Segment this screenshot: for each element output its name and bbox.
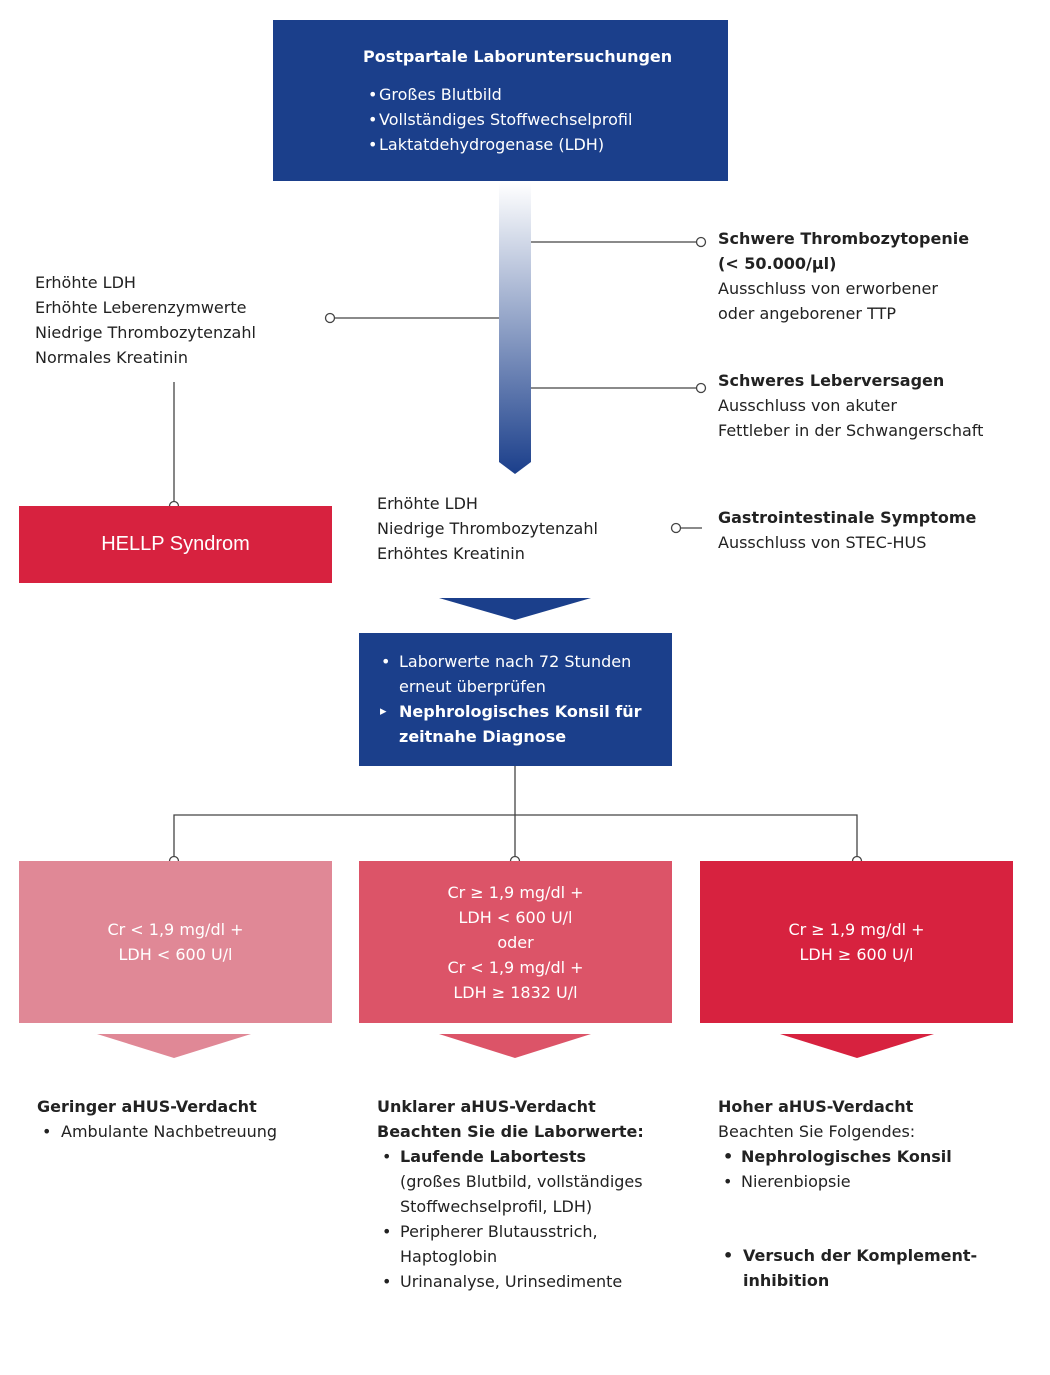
list-item: Nephrologisches Konsil [718,1144,977,1169]
finding-line: Niedrige Thrombozytenzahl [35,323,256,342]
criteria-box-low: Cr < 1,9 mg/dl + LDH < 600 U/l [19,861,332,1023]
outcome-item-text: Stoffwechselprofil, LDH) [400,1197,593,1216]
connector-gi-node [670,522,682,534]
action-list: Laborwerte nach 72 Stunden erneut überpr… [376,649,642,749]
outcome-list: Nephrologisches Konsil Nierenbiopsie Ver… [718,1144,977,1293]
main-stem-arrow [499,183,531,474]
outcome-item-text: Versuch der Komplement- [743,1246,978,1265]
finding-line: Niedrige Thrombozytenzahl [377,519,598,538]
branch-title: Schwere Thrombozytopenie [718,229,970,248]
finding-line: Erhöhte LDH [377,494,478,513]
list-item: Versuch der Komplement- inhibition [718,1243,977,1293]
outcome-item-text: Peripherer Blutausstrich, [400,1222,598,1241]
criteria-line: Cr ≥ 1,9 mg/dl + [447,882,584,902]
action-box: Laborwerte nach 72 Stunden erneut überpr… [359,633,672,766]
list-item: Urinanalyse, Urinsedimente [377,1269,644,1294]
hellp-findings: Erhöhte LDH Erhöhte Leberenzymwerte Nied… [35,270,256,370]
criteria-box-mid: Cr ≥ 1,9 mg/dl + LDH < 600 U/l oder Cr <… [359,861,672,1023]
branch-gi: Gastrointestinale Symptome Ausschluss vo… [718,505,976,555]
branch-title: Gastrointestinale Symptome [718,508,977,527]
list-item: Laufende Labortests (großes Blutbild, vo… [377,1144,644,1219]
criteria-line: oder [497,932,534,952]
lab-tests-list: Großes Blutbild Vollständiges Stoffwechs… [363,82,723,157]
branch-title: (< 50.000/µl) [718,254,837,273]
branch-text: Ausschluss von erworbener [718,279,938,298]
chevron-high [780,1034,934,1058]
outcome-list: Ambulante Nachbetreuung [37,1119,277,1144]
list-item: Ambulante Nachbetreuung [37,1119,277,1144]
hellp-syndrome-label: HELLP Syndrom [101,533,250,555]
outcome-list: Laufende Labortests (großes Blutbild, vo… [377,1144,644,1294]
finding-line: Erhöhte Leberenzymwerte [35,298,247,317]
list-item: Laktatdehydrogenase (LDH) [363,132,723,157]
criteria-line: LDH ≥ 1832 U/l [453,982,578,1002]
lab-tests-title: Postpartale Laboruntersuchungen [363,47,673,66]
criteria-line: LDH < 600 U/l [458,907,573,927]
list-item: Nierenbiopsie [718,1169,977,1194]
action-text: Nephrologisches Konsil für [399,702,642,721]
criteria-box-high: Cr ≥ 1,9 mg/dl + LDH ≥ 600 U/l [700,861,1013,1023]
outcome-high: Hoher aHUS-Verdacht Beachten Sie Folgend… [718,1094,977,1293]
outcome-subtitle: Beachten Sie die Laborwerte: [377,1122,644,1141]
criteria-line: Cr ≥ 1,9 mg/dl + [788,920,925,939]
finding-line: Normales Kreatinin [35,348,188,367]
branch-liver: Schweres Leberversagen Ausschluss von ak… [718,368,983,443]
lab-tests-box: Postpartale Laboruntersuchungen Großes B… [273,20,728,181]
outcome-unclear: Unklarer aHUS-Verdacht Beachten Sie die … [377,1094,644,1294]
outcome-title: Hoher aHUS-Verdacht [718,1097,914,1116]
list-item: Nephrologisches Konsil für zeitnahe Diag… [376,699,642,749]
criteria-line: Cr < 1,9 mg/dl + [447,957,584,977]
connector-ttp-node [695,236,707,248]
branch-text: Ausschluss von akuter [718,396,897,415]
finding-line: Erhöhtes Kreatinin [377,544,525,563]
action-text: zeitnahe Diagnose [399,727,567,746]
action-text: Laborwerte nach 72 Stunden [399,652,632,671]
criteria-line: LDH ≥ 600 U/l [799,945,914,964]
finding-line: Erhöhte LDH [35,273,136,292]
outcome-title: Geringer aHUS-Verdacht [37,1097,257,1116]
connector-hellp-findings-node [324,312,336,324]
connector-liver-node [695,382,707,394]
criteria-line: LDH < 600 U/l [118,945,233,964]
chevron-to-action [439,598,591,620]
list-item: Vollständiges Stoffwechselprofil [363,107,723,132]
branch-text: oder angeborener TTP [718,304,896,323]
ahus-findings: Erhöhte LDH Niedrige Thrombozytenzahl Er… [377,491,598,566]
chevron-mid [439,1034,591,1058]
outcome-item-text: (großes Blutbild, vollständiges [400,1172,643,1191]
outcome-item-title: Laufende Labortests [400,1147,586,1166]
chevron-low [97,1034,251,1058]
criteria-line: Cr < 1,9 mg/dl + [107,920,244,939]
outcome-low: Geringer aHUS-Verdacht Ambulante Nachbet… [37,1094,277,1144]
branch-text: Ausschluss von STEC-HUS [718,533,927,552]
outcome-item-text: Haptoglobin [400,1247,498,1266]
action-text: erneut überprüfen [399,677,546,696]
branch-text: Fettleber in der Schwangerschaft [718,421,984,440]
branch-ttp: Schwere Thrombozytopenie (< 50.000/µl) A… [718,226,969,326]
outcome-title: Unklarer aHUS-Verdacht [377,1097,596,1116]
list-item: Peripherer Blutausstrich, Haptoglobin [377,1219,644,1269]
hellp-syndrome-box: HELLP Syndrom [19,506,332,583]
list-item: Laborwerte nach 72 Stunden erneut überpr… [376,649,642,699]
outcome-subtitle: Beachten Sie Folgendes: [718,1122,916,1141]
connector-branch [173,814,858,861]
branch-title: Schweres Leberversagen [718,371,945,390]
list-item: Großes Blutbild [363,82,723,107]
outcome-item-text: inhibition [743,1271,830,1290]
